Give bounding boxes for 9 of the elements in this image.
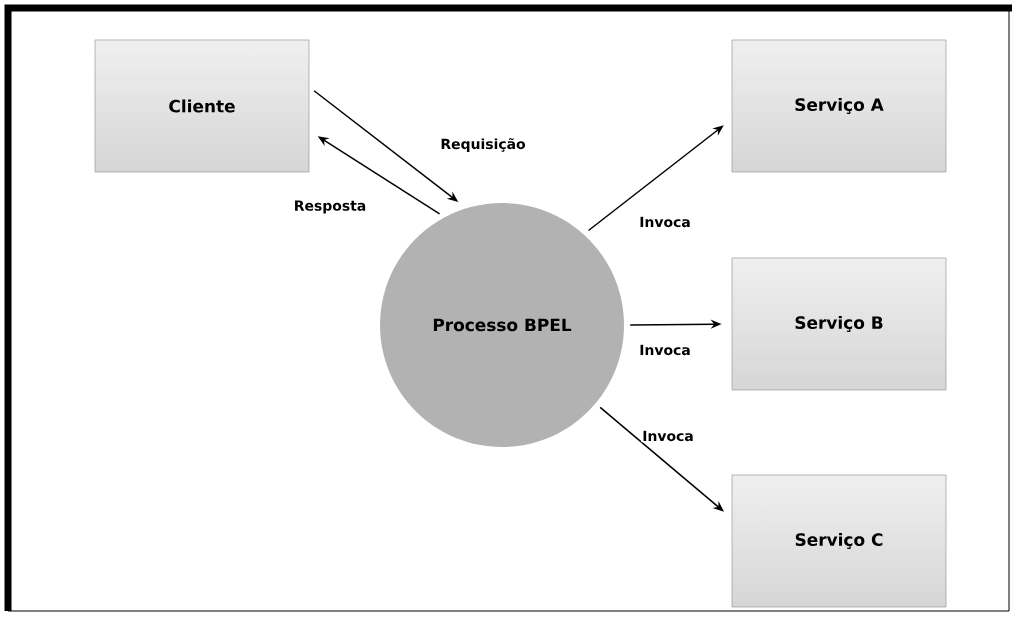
service-box: Cliente: [94, 39, 310, 173]
edge-label: Invoca: [638, 215, 692, 229]
edge-label: Requisição: [439, 137, 527, 153]
service-box: Serviço C: [731, 474, 947, 608]
service-box: Serviço B: [731, 257, 947, 391]
service-box: Serviço A: [731, 39, 947, 173]
edge-label: Invoca: [641, 429, 695, 443]
edge-label: Resposta: [292, 199, 368, 215]
edge-label: Invoca: [638, 343, 692, 357]
